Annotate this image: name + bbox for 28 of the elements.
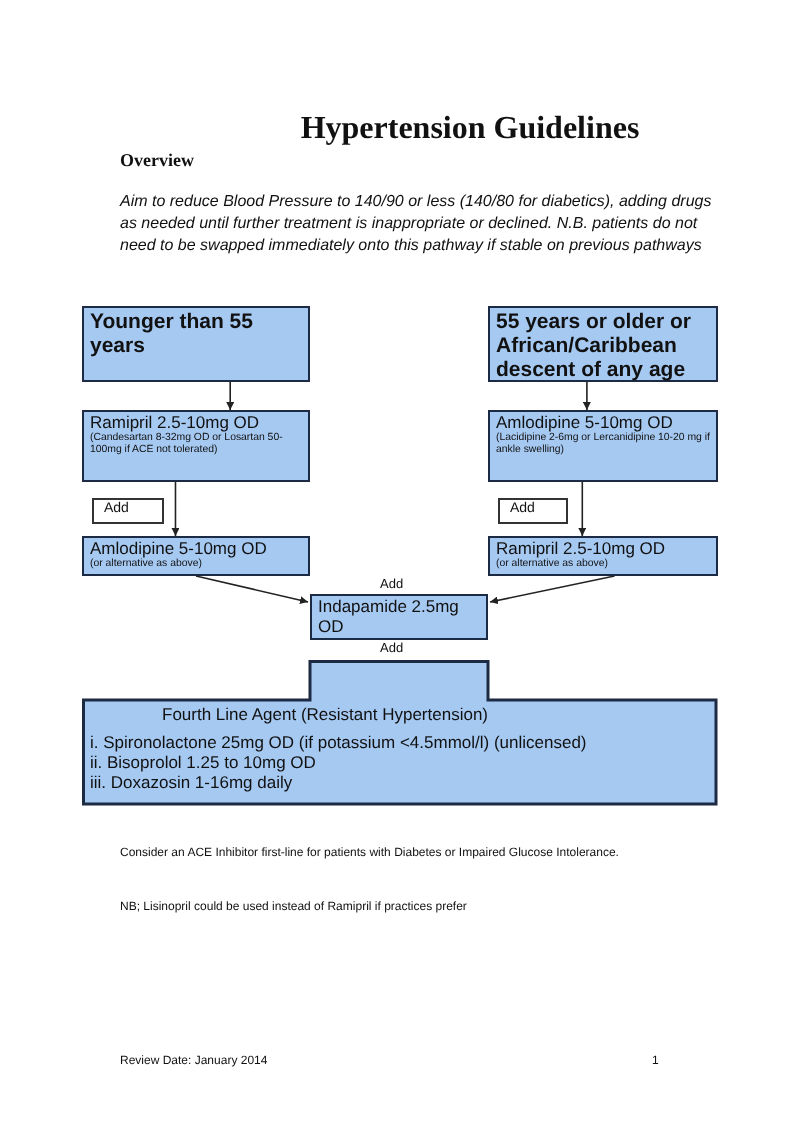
list-item: ii. Bisoprolol 1.25 to 10mg OD [90, 752, 318, 772]
treatment-box [82, 410, 310, 482]
treatment-box [82, 536, 310, 576]
group-box [488, 306, 718, 382]
drug-name: Ramipril 2.5-10mg OD [90, 414, 262, 432]
drug-name: Amlodipine 5-10mg OD [90, 540, 269, 558]
list-item: i. Spironolactone 25mg OD (if potassium <4.5mmol/l) (unlicensed) [90, 732, 589, 752]
drug-name: Amlodipine 5-10mg OD [496, 414, 675, 432]
intro-paragraph: Aim to reduce Blood Pressure to 140/90 or less (140/80 for diabetics), adding drugs as needed until further treatment is inappropriate or declined. N.B. patients do not need to be swapped immediately onto this pathway if stable on previous pathways [120, 192, 714, 257]
treatment-box [488, 410, 718, 482]
treatment-box [310, 594, 488, 640]
treatment-box [82, 660, 718, 806]
list-item: iii. Doxazosin 1-16mg daily [90, 772, 295, 792]
arrow [195, 575, 309, 605]
drug-name: Indapamide 2.5mg OD [318, 598, 461, 638]
arrow [171, 481, 180, 537]
title: Hypertension Guidelines [298, 112, 642, 148]
arrow [226, 381, 235, 411]
arrow [578, 481, 587, 537]
box-heading: Fourth Line Agent (Resistant Hypertension) [160, 704, 491, 724]
section-heading: Overview [120, 150, 196, 170]
arrow [582, 381, 591, 411]
group-box [82, 306, 310, 382]
box-heading: 55 years or older or African/Caribbean descent of any age [496, 310, 693, 383]
arrow [489, 575, 616, 605]
box-heading: Younger than 55 years [90, 310, 255, 359]
drug-name: Ramipril 2.5-10mg OD [496, 540, 668, 558]
treatment-box [488, 536, 718, 576]
